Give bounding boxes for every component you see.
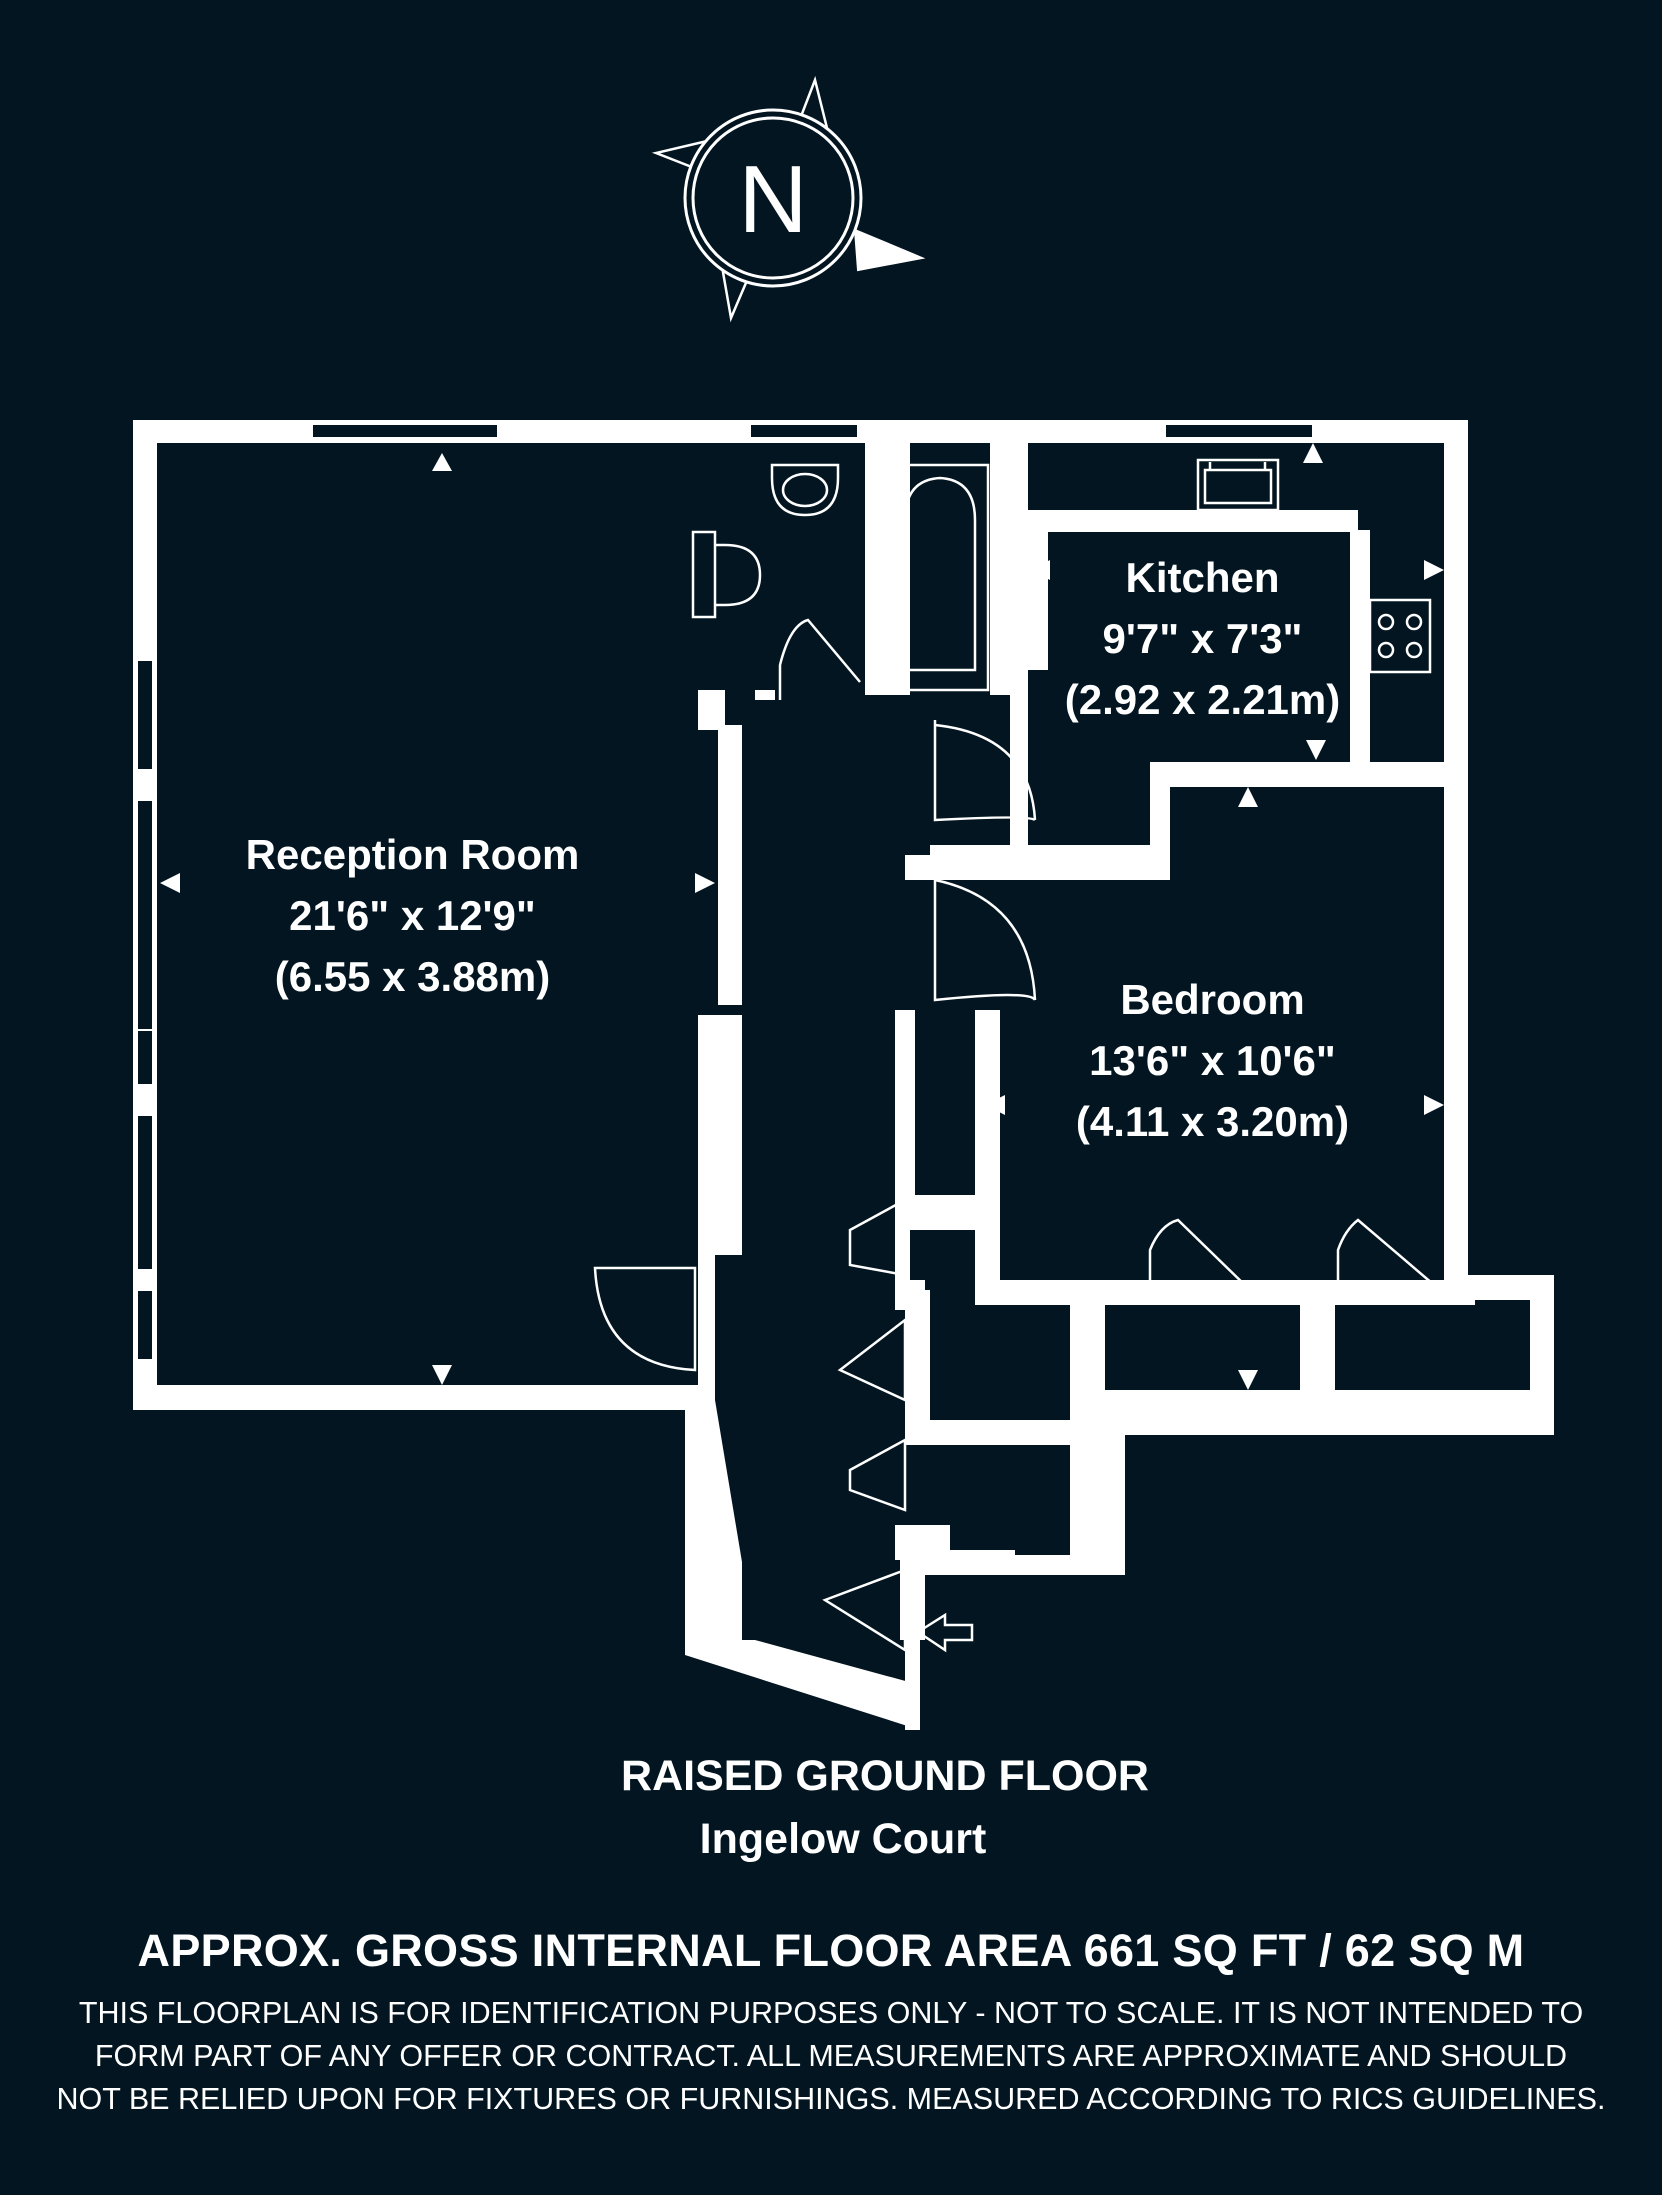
room-name: Bedroom bbox=[1120, 976, 1305, 1023]
doors bbox=[593, 618, 1441, 1653]
building-name: Ingelow Court bbox=[699, 1815, 987, 1863]
room-label-bedroom: Bedroom 13'6" x 10'6" (4.11 x 3.20m) bbox=[1040, 970, 1385, 1153]
room-metric: (2.92 x 2.21m) bbox=[1064, 675, 1341, 723]
room-name: Kitchen bbox=[1125, 554, 1280, 601]
kitchen-sink-icon bbox=[1196, 458, 1280, 512]
room-imperial: 9'7" x 7'3" bbox=[1102, 614, 1303, 662]
windows bbox=[136, 423, 1314, 1361]
compass-letter: N bbox=[738, 146, 807, 253]
room-metric: (6.55 x 3.88m) bbox=[274, 952, 551, 1000]
north-compass-icon: N bbox=[651, 75, 926, 323]
floor-title: RAISED GROUND FLOOR bbox=[621, 1752, 1149, 1800]
disclaimer-line: FORM PART OF ANY OFFER OR CONTRACT. ALL … bbox=[94, 2039, 1568, 2073]
room-label-kitchen: Kitchen 9'7" x 7'3" (2.92 x 2.21m) bbox=[1040, 548, 1365, 731]
room-imperial: 21'6" x 12'9" bbox=[289, 891, 536, 939]
toilet-icon bbox=[691, 530, 762, 619]
floor-area: APPROX. GROSS INTERNAL FLOOR AREA 661 SQ… bbox=[137, 1925, 1525, 1976]
disclaimer-line: THIS FLOORPLAN IS FOR IDENTIFICATION PUR… bbox=[78, 1996, 1584, 2030]
room-metric: (4.11 x 3.20m) bbox=[1075, 1097, 1350, 1145]
dimension-arrows bbox=[160, 443, 1444, 1390]
entrance-arrow-icon bbox=[915, 1612, 974, 1653]
disclaimer-line: NOT BE RELIED UPON FOR FIXTURES OR FURNI… bbox=[56, 2082, 1606, 2116]
bathtub-icon bbox=[891, 463, 990, 692]
room-label-reception: Reception Room 21'6" x 12'9" (6.55 x 3.8… bbox=[180, 825, 645, 1008]
room-name: Reception Room bbox=[245, 831, 580, 878]
hob-icon bbox=[1368, 598, 1432, 674]
room-imperial: 13'6" x 10'6" bbox=[1089, 1036, 1336, 1084]
washbasin-icon bbox=[770, 463, 840, 517]
disclaimer: THIS FLOORPLAN IS FOR IDENTIFICATION PUR… bbox=[40, 1992, 1622, 2121]
